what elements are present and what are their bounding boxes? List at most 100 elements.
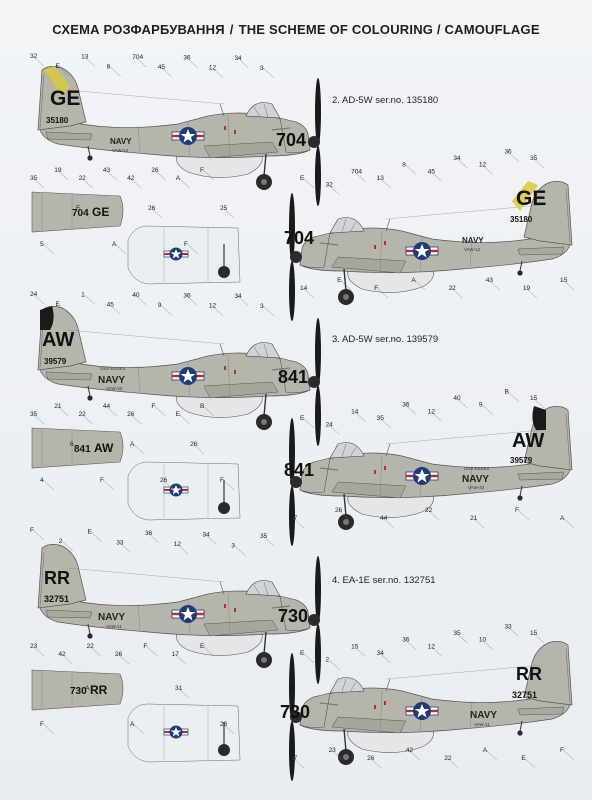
callout-leader [205,534,217,545]
callout-label: A [560,515,565,522]
callout-label: 12 [209,65,217,72]
v4-serial: 32751 [44,594,69,604]
callout-label: 43 [103,167,111,174]
callout-leader [174,653,186,665]
callout-leader [211,305,224,316]
callout-leader [58,66,70,77]
callout-leader [488,279,500,291]
caption-variant-2: 2. AD-5W ser.no. 135180 [332,95,439,106]
callout-label: 19 [523,285,531,292]
variant-2-right-profile: GE 35180 704 NAVY VAW-12 [284,180,573,322]
callout-leader [517,509,530,521]
callout-label: 36 [183,292,191,299]
callout-leader [237,295,249,306]
callout-leader [328,184,340,195]
callout-label: 9 [479,402,483,409]
callout-label: F [220,477,224,484]
callout-label: E [337,277,342,284]
v3-nose-code-right: 841 [284,460,314,480]
callout-leader [177,687,190,699]
callout-leader [481,639,494,650]
callout-leader [262,67,275,79]
callout-leader [57,169,69,181]
callout-leader [430,646,442,657]
callout-label: A [411,277,416,284]
callout-label: 42 [406,747,414,754]
v3-tail-code-right: AW [512,430,544,452]
v2-service: NAVY [110,137,132,146]
callout-label: 24 [30,291,38,298]
callout-label: 2 [326,657,330,664]
title-english: THE SCHEME OF COLOURING / CAMOUFLAGE [238,22,540,37]
callout-label: 34 [203,532,211,539]
callout-label: 36 [183,54,191,61]
v3-ship-right: USS ESSEX [464,466,490,471]
callout-leader [186,243,199,255]
v3-tail-code: AW [42,329,74,351]
callout-leader [117,653,130,665]
v4-tail-code-right: RR [516,664,542,684]
caption-variant-4: 4. EA-1E ser.no. 132751 [332,575,436,586]
callout-leader [78,207,91,219]
callout-label: 36 [402,637,410,644]
callout-label: F [200,167,204,174]
callout-label: 3 [260,303,264,310]
callout-leader [160,66,172,78]
callout-label: A [176,175,181,182]
callout-leader [154,169,166,181]
callout-leader [61,540,73,551]
callout-leader [154,405,166,417]
callout-label: 45 [107,302,115,309]
callout-label: F [100,477,104,484]
callout-label: B [200,403,204,410]
callout-label: A [112,241,117,248]
callout-leader [132,723,145,735]
callout-leader [524,757,536,769]
callout-leader [292,517,305,529]
callout-label: E [521,755,526,762]
callout-label: F [40,721,44,728]
callout-label: 23 [329,747,337,754]
callout-leader [105,169,117,181]
callout-leader [146,645,158,657]
callout-leader [58,304,70,315]
callout-label: 32 [326,182,334,189]
callout-leader [81,177,93,189]
callout-leader [262,535,275,547]
variant-3-left-profile: AW 39579 841 USS ESSEX NAVY VAW-33 [37,305,322,447]
callout-label: E [56,301,61,308]
callout-leader [32,55,45,67]
callout-leader [507,151,519,162]
callout-leader [192,443,205,455]
v2-tail-code-right: GE [516,187,546,210]
callout-label: A [130,441,135,448]
callout-label: E [300,415,305,422]
callout-leader [370,757,382,769]
callout-label: 5 [40,241,44,248]
callout-leader [562,517,575,529]
variant-4-right-profile: RR 32751 730 NAVY VAW-11 [280,640,573,782]
callout-label: 21 [54,403,62,410]
callout-label: 35 [260,533,268,540]
callout-leader [130,177,142,189]
callout-leader [353,171,366,182]
callout-leader [150,207,163,219]
callout-leader [456,157,468,169]
v3-wing-tail-code: AW [94,441,114,455]
callout-label: 12 [428,408,436,415]
callout-label: 8 [107,64,111,71]
callout-label: 704 [132,54,143,61]
callout-leader [222,207,235,219]
callout-label: 3 [231,542,235,549]
callout-label: 24 [326,422,334,429]
callout-label: 19 [54,167,62,174]
callout-leader [119,542,131,553]
callout-leader [202,405,215,417]
callout-leader [222,723,235,735]
callout-label: 36 [504,148,512,155]
callout-leader [379,417,391,429]
callout-label: 26 [190,441,198,448]
callout-label: 22 [79,175,87,182]
callout-leader [105,405,117,417]
